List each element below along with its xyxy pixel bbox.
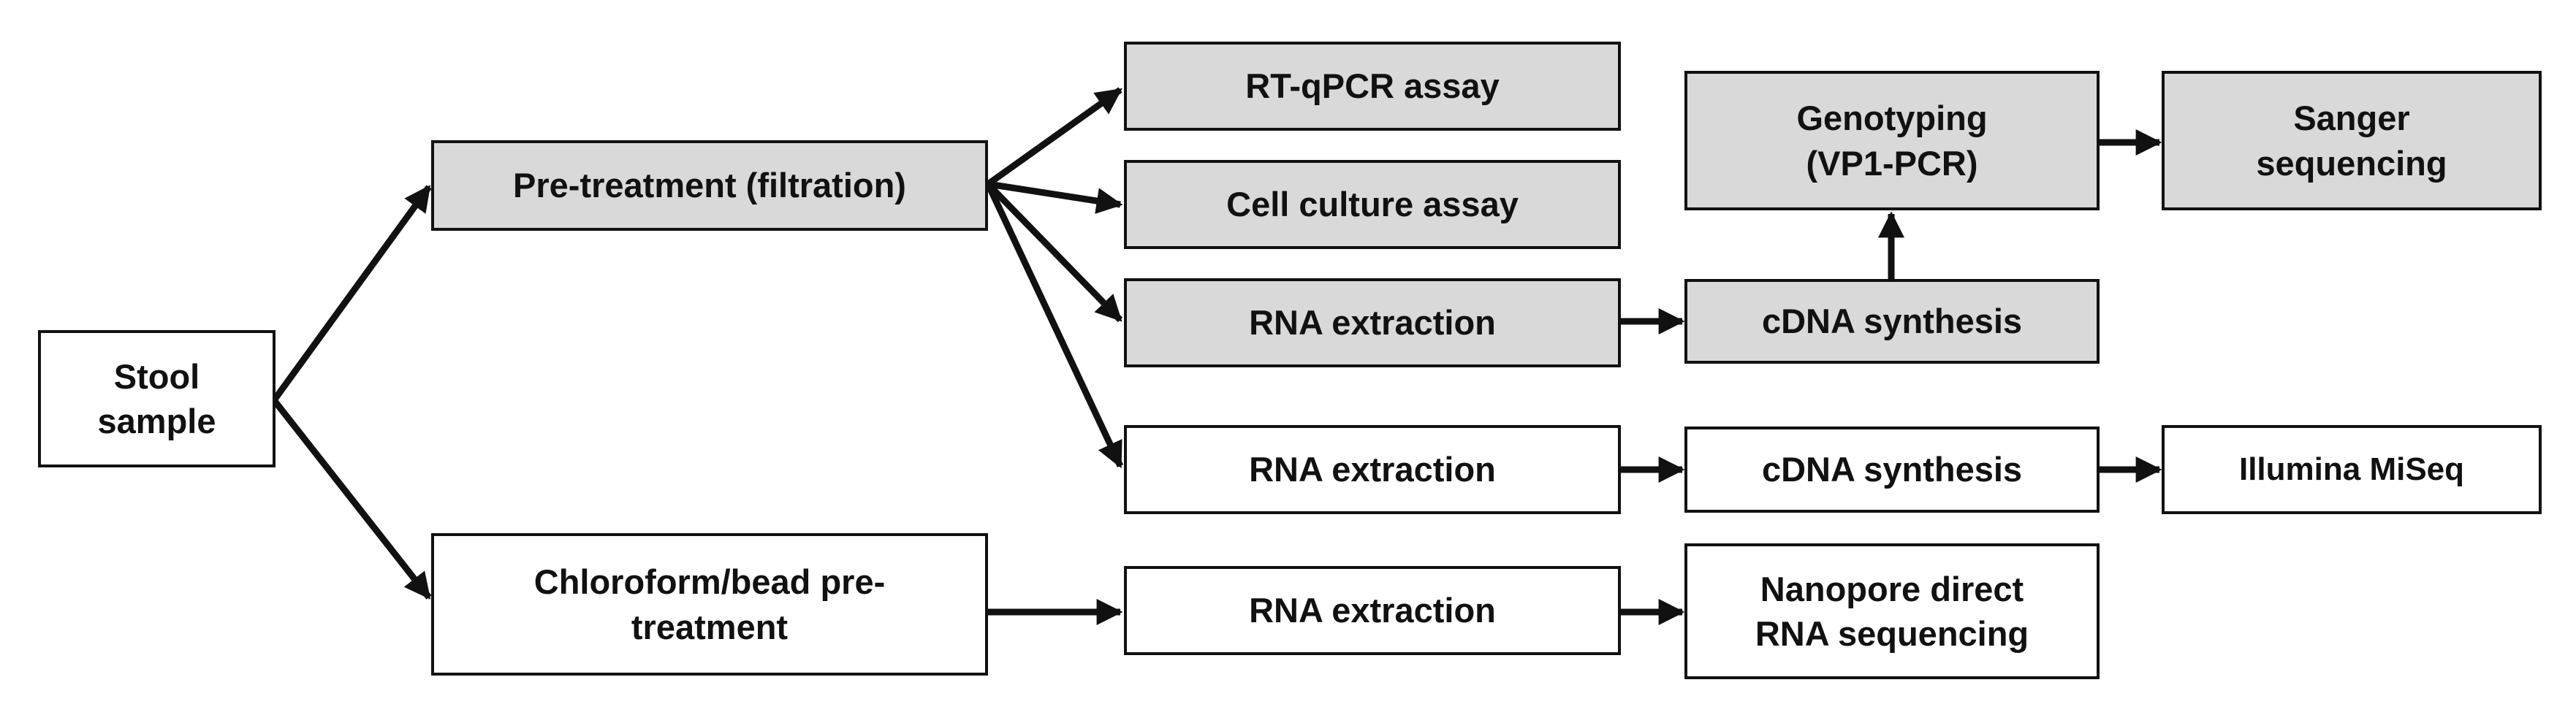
node-rna-extraction-2: RNA extraction [1124, 425, 1621, 514]
node-rna-extraction-1: RNA extraction [1124, 278, 1621, 367]
arrow-stool-to-chloroform [271, 398, 432, 600]
node-pretreatment-filtration: Pre-treatment (filtration) [431, 140, 988, 231]
arrow-pretreatment-to-rtqpcr [986, 87, 1122, 187]
node-genotyping-vp1-pcr: Genotyping (VP1-PCR) [1684, 71, 2100, 210]
node-stool-sample: Stool sample [38, 330, 276, 467]
node-sanger-sequencing: Sanger sequencing [2162, 71, 2542, 210]
arrow-pretreatment-to-rna1 [985, 181, 1123, 323]
arrow-stool-to-pretreatment [271, 185, 432, 402]
arrow-pretreatment-to-rna2 [984, 183, 1124, 469]
node-cdna-synthesis-2: cDNA synthesis [1684, 427, 2100, 513]
node-cdna-synthesis-1: cDNA synthesis [1684, 279, 2100, 364]
arrow-pretreatment-to-cellculture [987, 180, 1123, 214]
node-nanopore-direct-rna-sequencing: Nanopore direct RNA sequencing [1684, 543, 2100, 679]
node-rt-qpcr-assay: RT-qPCR assay [1124, 42, 1621, 131]
node-cell-culture-assay: Cell culture assay [1124, 160, 1621, 249]
node-rna-extraction-3: RNA extraction [1124, 566, 1621, 655]
node-illumina-miseq: Illumina MiSeq [2162, 425, 2542, 514]
node-chloroform-bead-pretreatment: Chloroform/bead pre- treatment [431, 533, 988, 676]
